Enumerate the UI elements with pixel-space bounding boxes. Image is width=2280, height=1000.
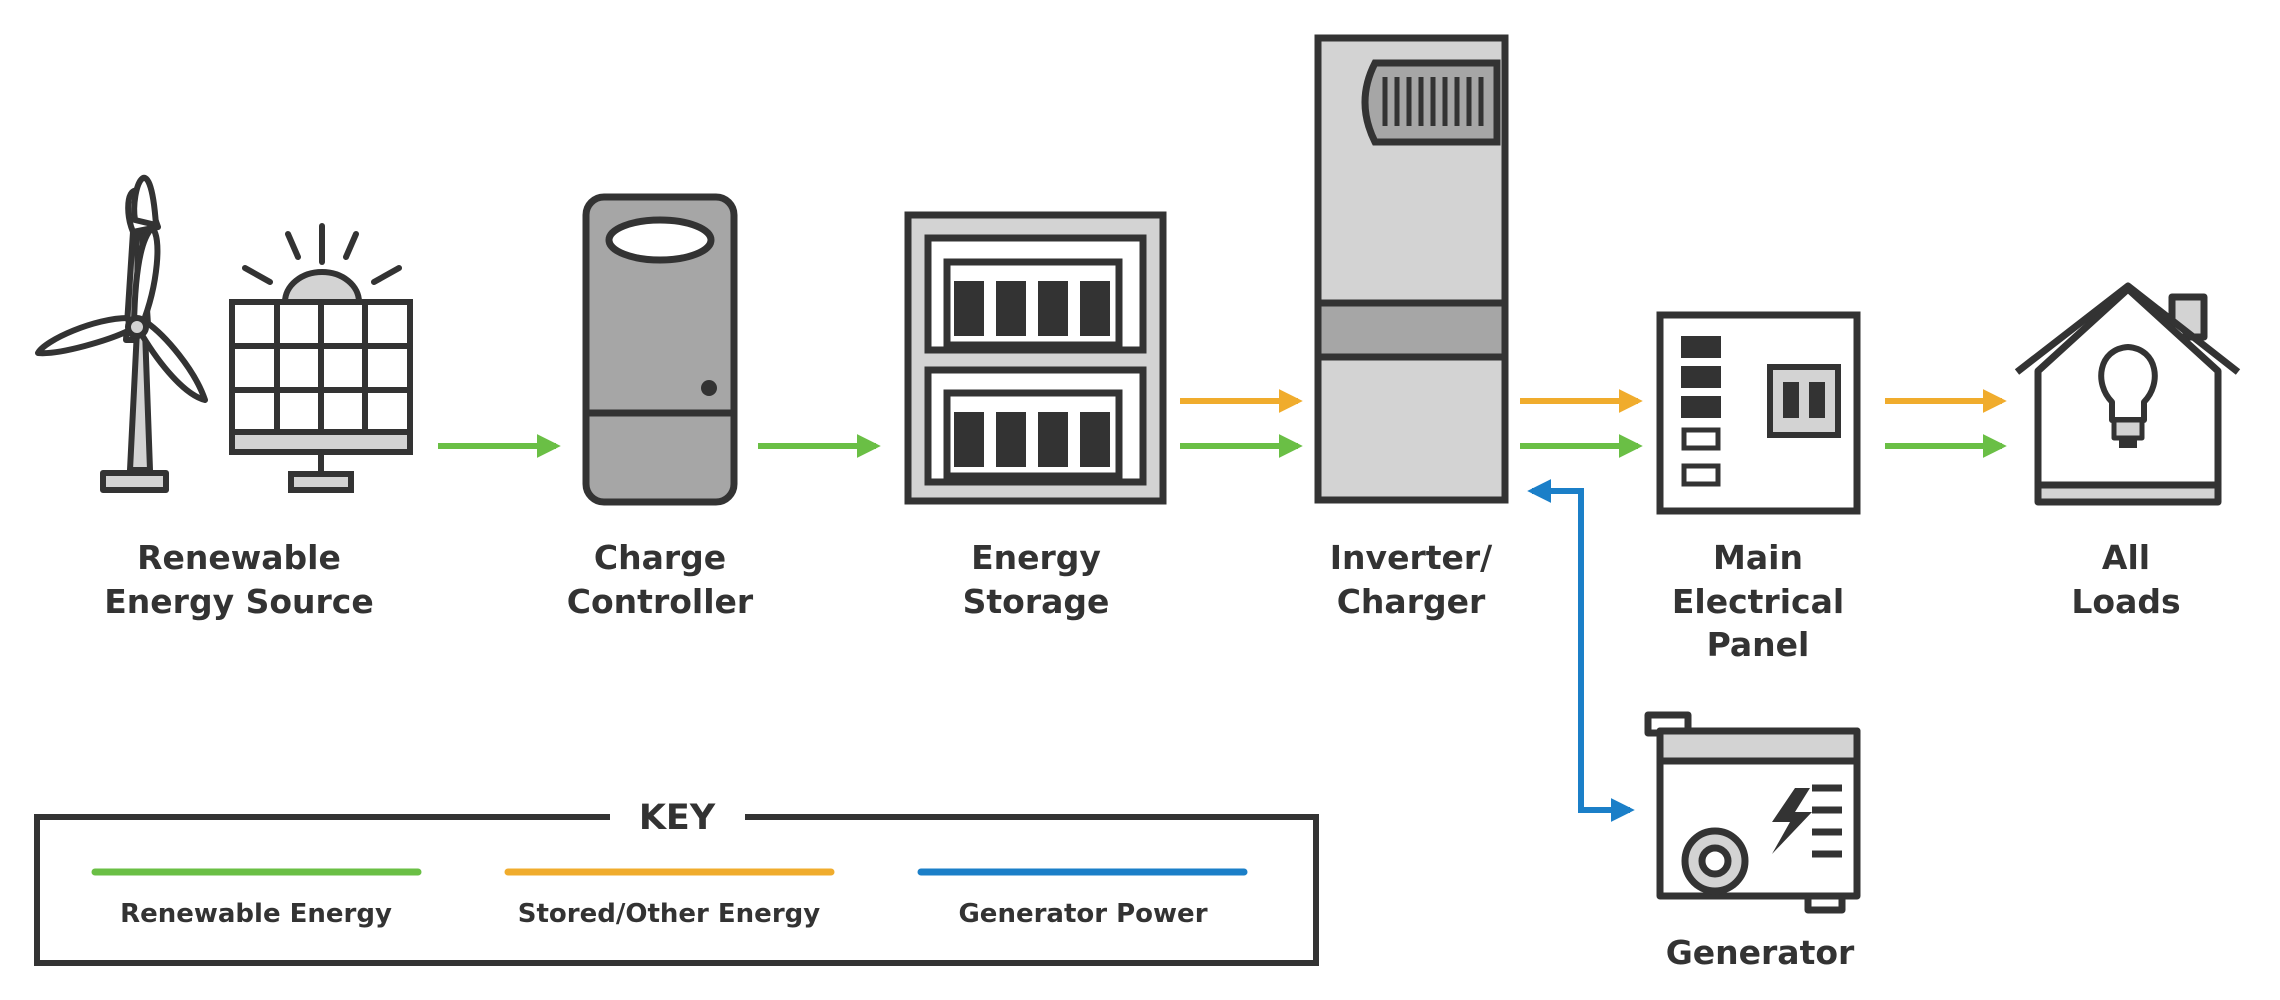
key-label-generator: Generator Power	[958, 899, 1207, 929]
renewable-source-label-1: Renewable	[137, 538, 341, 577]
arrow-generator-inverter	[1527, 479, 1635, 822]
energy-storage-icon	[904, 211, 1167, 505]
key-title: KEY	[639, 798, 716, 838]
inverter-charger-icon	[1314, 34, 1509, 504]
house-icon	[2014, 282, 2241, 506]
solar-panel-icon	[229, 223, 413, 493]
generator-icon	[1644, 711, 1861, 914]
renewable-source-label-2: Energy Source	[104, 582, 373, 621]
inverter-charger-label-2: Charger	[1337, 582, 1486, 621]
inverter-charger-label-1: Inverter/	[1330, 538, 1493, 577]
energy-storage-label-2: Storage	[963, 582, 1110, 621]
all-loads-label-1: All	[2102, 538, 2150, 577]
charge-controller-label-2: Controller	[567, 582, 754, 621]
electrical-panel-label-1: Main	[1713, 538, 1803, 577]
key-label-renewable: Renewable Energy	[120, 899, 392, 929]
electrical-panel-label-3: Panel	[1707, 625, 1810, 664]
electrical-panel-icon	[1656, 311, 1861, 515]
electrical-panel-label-2: Electrical	[1672, 582, 1844, 621]
flow-arrows	[438, 389, 2007, 822]
generator-label: Generator	[1666, 933, 1855, 972]
key-legend: KEY Renewable Energy Stored/Other Energy…	[34, 798, 1319, 966]
energy-storage-label-1: Energy	[971, 538, 1101, 577]
key-label-stored: Stored/Other Energy	[518, 899, 820, 929]
charge-controller-label-1: Charge	[594, 538, 726, 577]
charge-controller-icon	[582, 193, 738, 506]
wind-turbine-icon	[35, 174, 208, 493]
all-loads-label-2: Loads	[2071, 582, 2180, 621]
